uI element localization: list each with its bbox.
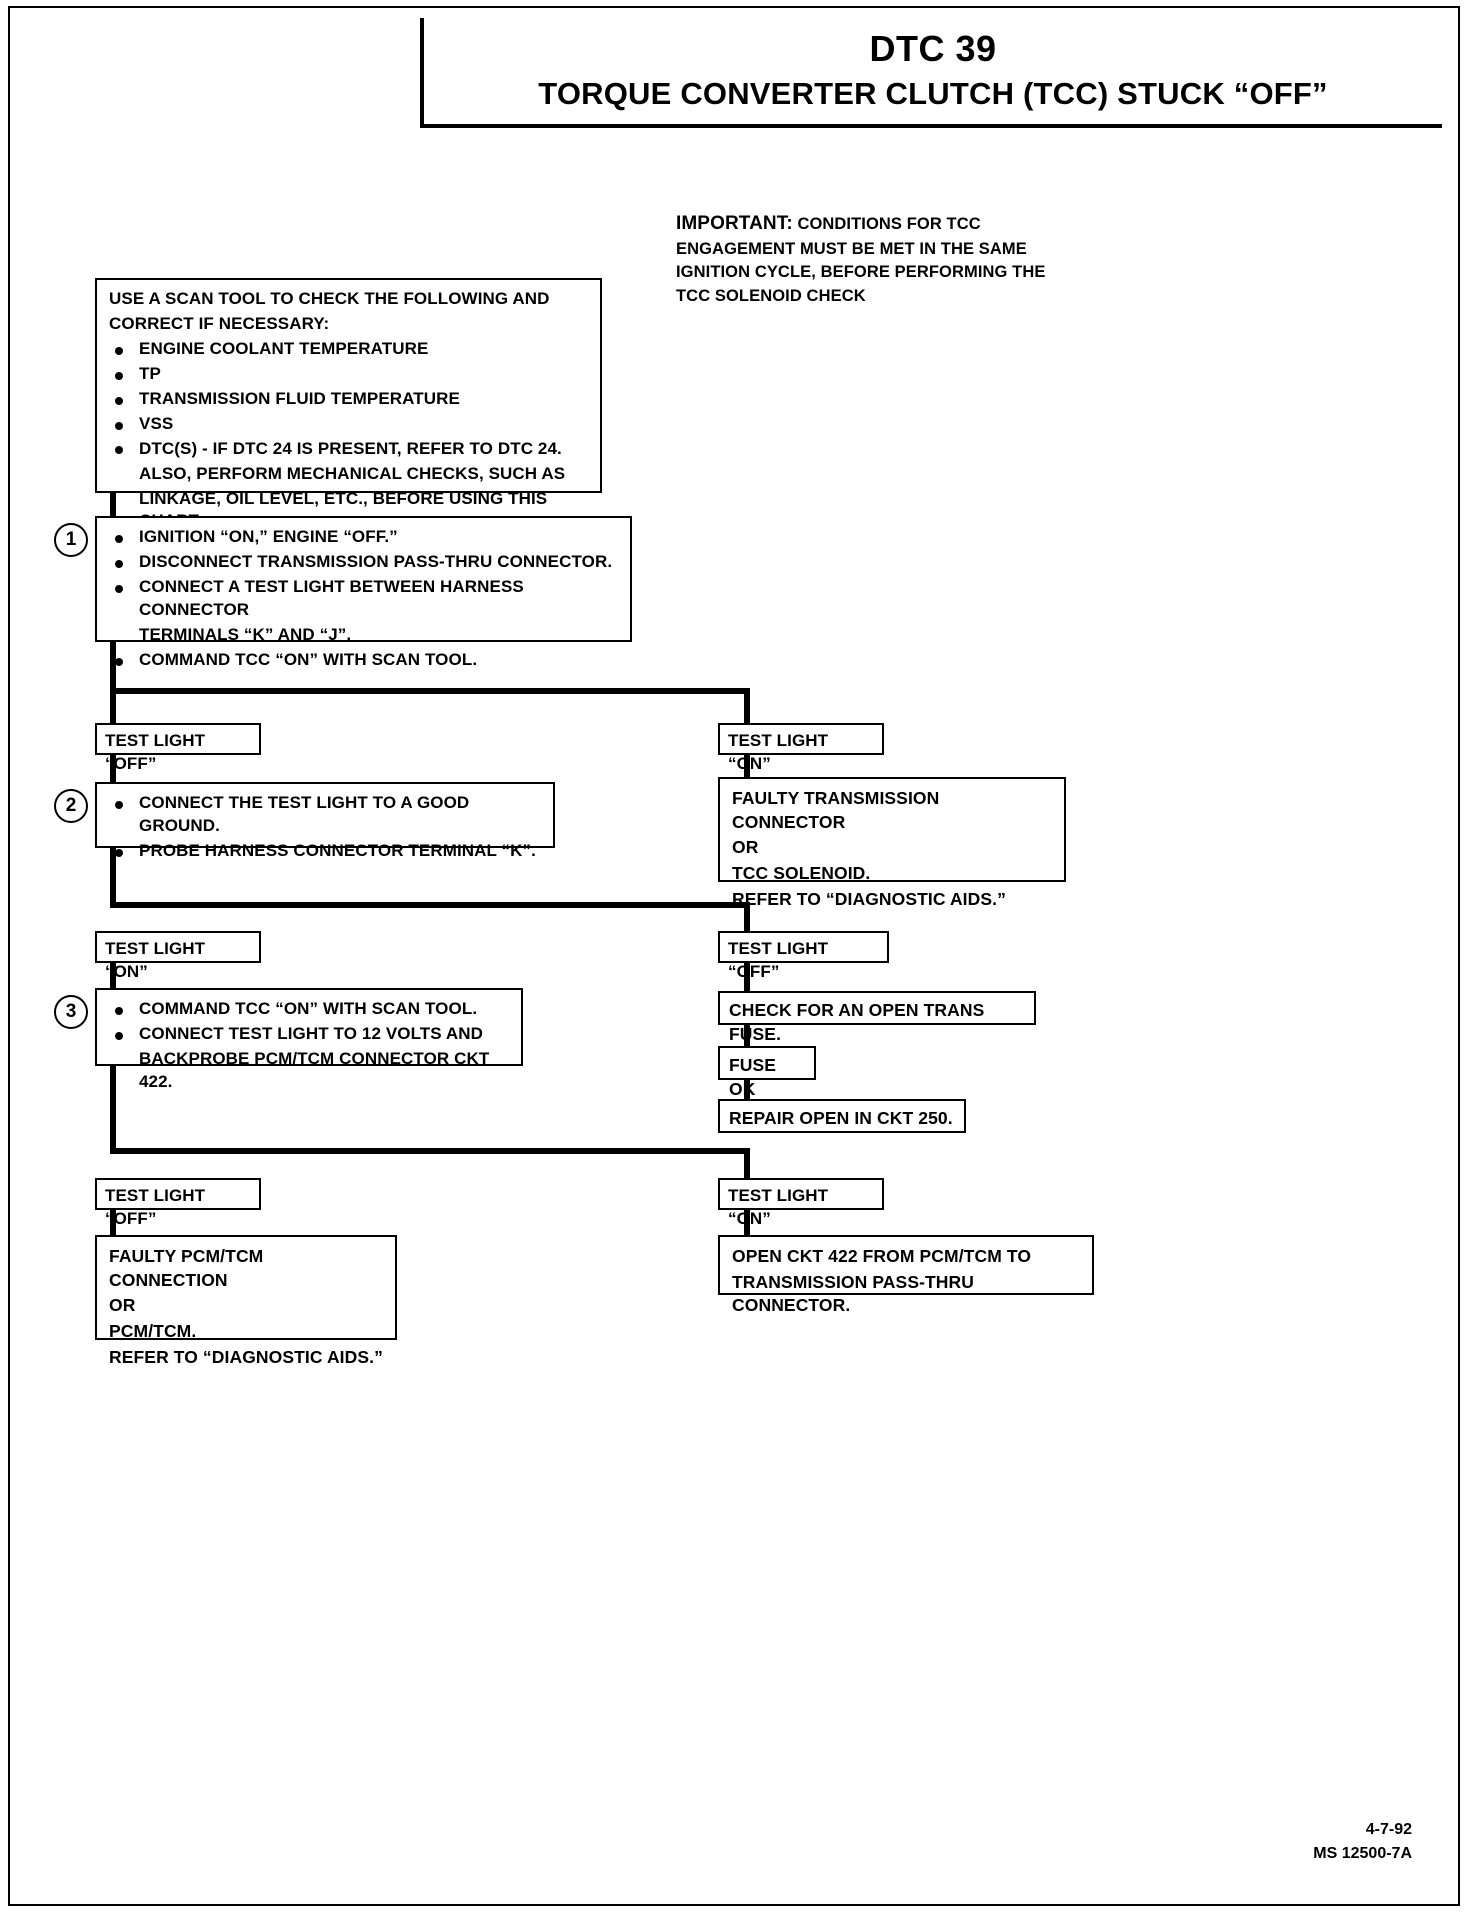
intro-box: USE A SCAN TOOL TO CHECK THE FOLLOWING A…	[95, 278, 602, 530]
branch-label-test-light-off-2: TEST LIGHT “OFF”	[718, 931, 889, 981]
step-marker-2: 2	[54, 789, 88, 823]
step-3-item-list: COMMAND TCC “ON” WITH SCAN TOOL. CONNECT…	[109, 998, 511, 1094]
list-item: PROBE HARNESS CONNECTOR TERMINAL “K”.	[109, 840, 543, 863]
result-line: FAULTY PCM/TCM CONNECTION	[109, 1246, 264, 1290]
footer-reference: MS 12500-7A	[1313, 1845, 1412, 1862]
step-marker-3: 3	[54, 995, 88, 1029]
connector-to-faulty-pcm	[110, 1210, 116, 1236]
result-fuse-ok: FUSE OK	[718, 1046, 816, 1099]
title-block: DTC 39 TORQUE CONVERTER CLUTCH (TCC) STU…	[420, 18, 1442, 128]
result-open-ckt-422: OPEN CKT 422 FROM PCM/TCM TO TRANSMISSIO…	[718, 1235, 1094, 1315]
result-line: OR	[109, 1295, 136, 1316]
step-1-item-list: IGNITION “ON,” ENGINE “OFF.” DISCONNECT …	[109, 526, 620, 672]
result-check-open-trans-fuse: CHECK FOR AN OPEN TRANS FUSE.	[718, 991, 1036, 1044]
step-2-box: CONNECT THE TEST LIGHT TO A GOOD GROUND.…	[95, 782, 555, 860]
list-item: ENGINE COOLANT TEMPERATURE	[109, 338, 590, 361]
step-3-box: COMMAND TCC “ON” WITH SCAN TOOL. CONNECT…	[95, 988, 523, 1091]
result-line: REFER TO “DIAGNOSTIC AIDS.”	[109, 1346, 383, 1367]
result-line: PCM/TCM.	[109, 1320, 197, 1341]
list-item: VSS	[109, 413, 590, 436]
connector-to-open-ckt422	[744, 1210, 750, 1236]
branch-bus-1	[110, 688, 750, 694]
list-item: CONNECT TEST LIGHT TO 12 VOLTS AND	[109, 1023, 511, 1046]
result-repair-open-ckt250: REPAIR OPEN IN CKT 250.	[718, 1099, 966, 1133]
list-item: TRANSMISSION FLUID TEMPERATURE	[109, 388, 590, 411]
connector-fuseok-to-repair	[744, 1080, 750, 1100]
list-item: TP	[109, 363, 590, 386]
result-line: TRANSMISSION PASS-THRU CONNECTOR.	[732, 1271, 975, 1316]
branch-label-test-light-on-2: TEST LIGHT “ON”	[95, 931, 261, 981]
result-faulty-pcm-tcm: FAULTY PCM/TCM CONNECTION OR PCM/TCM. RE…	[95, 1235, 397, 1367]
connector-bus2-right-down	[744, 902, 750, 933]
step-marker-1: 1	[54, 523, 88, 557]
list-item-continuation: TERMINALS “K” AND “J”.	[139, 624, 352, 644]
intro-heading-line2: CORRECT IF NECESSARY:	[109, 313, 330, 333]
list-item: COMMAND TCC “ON” WITH SCAN TOOL.	[109, 998, 511, 1021]
footer-date: 4-7-92	[1365, 1821, 1412, 1838]
connector-step2-down	[110, 848, 116, 908]
result-line: FAULTY TRANSMISSION CONNECTOR	[732, 788, 940, 832]
step-1-box: IGNITION “ON,” ENGINE “OFF.” DISCONNECT …	[95, 516, 632, 669]
list-item-continuation: BACKPROBE PCM/TCM CONNECTOR CKT 422.	[139, 1048, 490, 1091]
important-body: CONDITIONS FOR TCC ENGAGEMENT MUST BE ME…	[676, 215, 1046, 306]
branch-bus-3	[110, 1148, 750, 1154]
connector-bus1-right-down	[744, 688, 750, 724]
important-label: IMPORTANT:	[676, 213, 793, 234]
branch-label-test-light-on-1: TEST LIGHT “ON”	[718, 723, 884, 773]
connector-bus3-right-down	[744, 1148, 750, 1180]
footer: 4-7-92 MS 12500-7A	[1313, 1818, 1412, 1866]
list-item: CONNECT A TEST LIGHT BETWEEN HARNESS CON…	[109, 576, 620, 622]
list-item: IGNITION “ON,” ENGINE “OFF.”	[109, 526, 620, 549]
result-line: OPEN CKT 422 FROM PCM/TCM TO	[732, 1246, 1032, 1266]
branch-bus-2	[110, 902, 750, 908]
page-title-name: TORQUE CONVERTER CLUTCH (TCC) STUCK “OFF…	[538, 75, 1328, 111]
connector-bus1-left-down	[110, 688, 116, 724]
list-item-continuation: ALSO, PERFORM MECHANICAL CHECKS, SUCH AS	[139, 463, 566, 483]
connector-intro-to-step1	[110, 493, 116, 517]
list-item: DISCONNECT TRANSMISSION PASS-THRU CONNEC…	[109, 551, 620, 574]
list-item: COMMAND TCC “ON” WITH SCAN TOOL.	[109, 649, 620, 672]
connector-step1-down	[110, 642, 116, 692]
intro-item-list: ENGINE COOLANT TEMPERATURE TP TRANSMISSI…	[109, 338, 590, 534]
important-note: IMPORTANT: CONDITIONS FOR TCC ENGAGEMENT…	[676, 210, 1076, 309]
branch-label-test-light-on-3: TEST LIGHT “ON”	[718, 1178, 884, 1228]
result-line: OR	[732, 837, 759, 858]
step-2-item-list: CONNECT THE TEST LIGHT TO A GOOD GROUND.…	[109, 792, 543, 863]
connector-step3-down	[110, 1066, 116, 1154]
list-item: DTC(S) - IF DTC 24 IS PRESENT, REFER TO …	[109, 438, 590, 461]
connector-to-step2	[110, 755, 116, 782]
list-item: CONNECT THE TEST LIGHT TO A GOOD GROUND.	[109, 792, 543, 838]
page-title-code: DTC 39	[869, 28, 997, 69]
intro-heading-line1: USE A SCAN TOOL TO CHECK THE FOLLOWING A…	[109, 289, 550, 308]
result-line: TCC SOLENOID.	[732, 862, 871, 883]
connector-to-check-fuse	[744, 963, 750, 991]
connector-to-faulty-trans	[744, 755, 750, 777]
result-faulty-transmission-connector: FAULTY TRANSMISSION CONNECTOR OR TCC SOL…	[718, 777, 1066, 909]
connector-to-step3	[110, 963, 116, 989]
branch-label-test-light-off-3: TEST LIGHT “OFF”	[95, 1178, 261, 1228]
connector-checkfuse-to-fuseok	[744, 1025, 750, 1047]
result-line: REFER TO “DIAGNOSTIC AIDS.”	[732, 888, 1006, 909]
branch-label-test-light-off-1: TEST LIGHT “OFF”	[95, 723, 261, 773]
